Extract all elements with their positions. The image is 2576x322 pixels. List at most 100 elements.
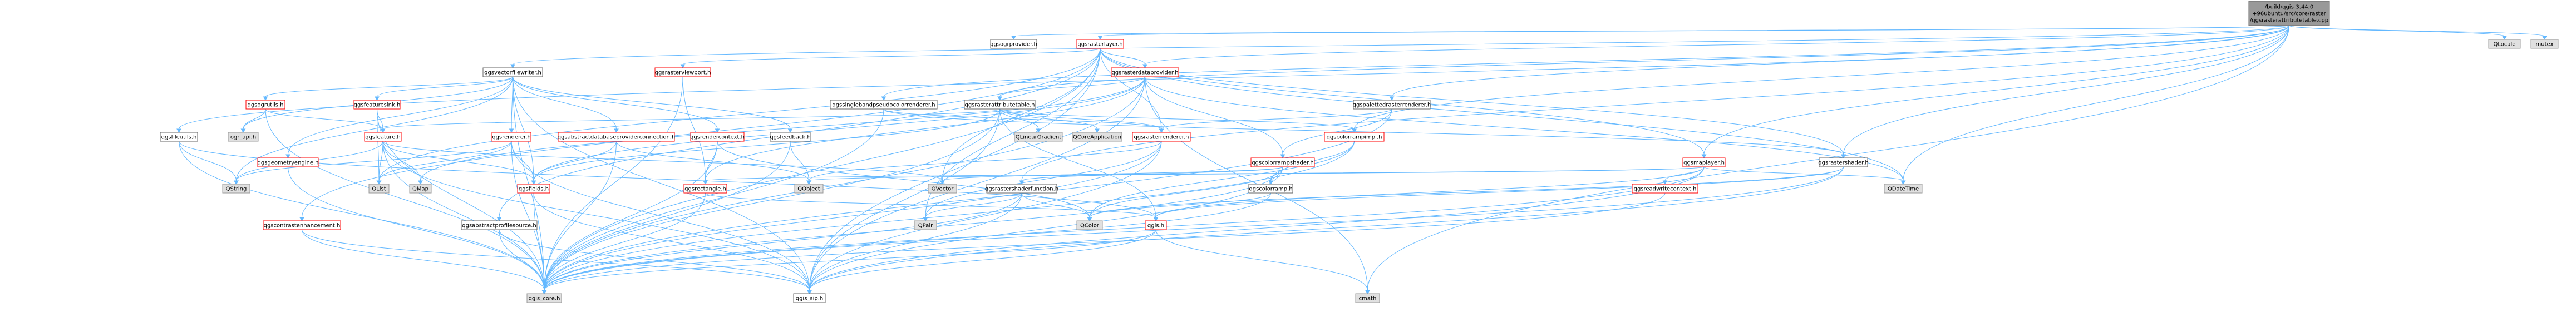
- node-qgscontrastenhancement[interactable]: qgscontrastenhancement.h: [263, 220, 341, 230]
- node-qgsrasterrenderer[interactable]: qgsrasterrenderer.h: [1132, 132, 1191, 142]
- node-qgsfeedback[interactable]: qgsfeedback.h: [770, 132, 811, 142]
- edge-qgsrastershaderfunction-to-qgis_core: [541, 192, 1022, 294]
- node-box: [257, 157, 319, 167]
- node-qgsfileutils[interactable]: qgsfileutils.h: [160, 132, 198, 142]
- edge-line: [1161, 108, 1392, 130]
- edge-line: [499, 229, 545, 291]
- edge-arrowhead: [1097, 36, 1103, 40]
- node-label: qgsfeature.h: [365, 135, 401, 141]
- node-qgsabstractprofilesource[interactable]: qgsabstractprofilesource.h: [461, 220, 538, 230]
- node-label: qgsfileutils.h: [161, 135, 197, 141]
- node-qgsvectorfilewriter[interactable]: qgsvectorfilewriter.h: [482, 67, 543, 77]
- node-qlineargradient: QLinearGradient: [1014, 132, 1063, 142]
- edge-qgssinglebandpseudocolorrenderer-to-qgsrastershader: [883, 108, 1846, 158]
- edge-arrowhead: [807, 290, 812, 294]
- edge-line: [544, 141, 791, 291]
- edge-line: [1100, 48, 1904, 181]
- edge-arrowhead: [787, 128, 793, 133]
- edge-line: [1021, 192, 1090, 218]
- node-qgsfeaturesink[interactable]: qgsfeaturesink.h: [353, 100, 401, 110]
- edge-qgsrasterrenderer-to-QObject: [806, 141, 1162, 185]
- node-root: /build/qgis-3.44.0+96ubuntu/src/core/ras…: [2248, 1, 2330, 26]
- node-qgsrastershaderfunction[interactable]: qgsrastershaderfunction.h: [985, 184, 1058, 194]
- node-qgsrasterdataprovider[interactable]: qgsrasterdataprovider.h: [1111, 67, 1179, 77]
- node-qgsrectangle[interactable]: qgsrectangle.h: [683, 184, 727, 194]
- edge-line: [790, 141, 809, 181]
- node-qgsogrutils[interactable]: qgsogrutils.h: [245, 100, 285, 110]
- edge-arrowhead: [263, 96, 268, 101]
- edge-line: [382, 141, 810, 291]
- edge-line: [999, 25, 2289, 97]
- node-qgsfields[interactable]: qgsfields.h: [517, 184, 550, 194]
- node-qgssinglebandpseudocolorrenderer[interactable]: qgssinglebandpseudocolorrenderer.h: [830, 100, 938, 110]
- edge-line: [265, 108, 545, 291]
- node-qgsogrprovider[interactable]: qgsogrprovider.h: [990, 39, 1037, 49]
- node-qgsgeometryengine[interactable]: qgsgeometryengine.h: [257, 157, 319, 167]
- node-qgsfeature[interactable]: qgsfeature.h: [364, 132, 402, 142]
- node-qgsrasterlayer[interactable]: qgsrasterlayer.h: [1076, 39, 1124, 49]
- node-qgspalettedrasterrenderer[interactable]: qgspalettedrasterrenderer.h: [1353, 100, 1431, 110]
- node-box: [364, 132, 402, 142]
- edge-root-to-qgsrasterdataprovider: [1142, 25, 2289, 68]
- node-qgsmaplayer[interactable]: qgsmaplayer.h: [1682, 157, 1726, 167]
- edge-arrowhead: [375, 96, 380, 101]
- node-box: [1884, 184, 1923, 194]
- edge-line: [377, 76, 513, 97]
- node-label: QPair: [918, 223, 933, 229]
- edge-root-to-qgsvectorfilewriter: [510, 25, 2289, 68]
- node-box: [1632, 184, 1698, 194]
- edge-line: [544, 108, 884, 291]
- edge-line: [883, 108, 1844, 155]
- edge-line: [378, 48, 1101, 181]
- edge-line: [999, 108, 1156, 218]
- edge-line: [925, 141, 1162, 218]
- node-qgsrasterattributetable[interactable]: qgsrasterattributetable.h: [964, 100, 1036, 110]
- edge-line: [533, 192, 810, 291]
- edge-line: [236, 76, 513, 181]
- node-box: [1355, 293, 1380, 303]
- edge-qgsfeature-to-QMap: [382, 141, 423, 185]
- node-box: [228, 132, 259, 142]
- edge-line: [682, 76, 706, 181]
- node-qgscolorrampshader[interactable]: qgscolorrampshader.h: [1250, 157, 1315, 167]
- node-ogr-api: ogr_api.h: [228, 132, 259, 142]
- edge-qgsrasterdataprovider-to-QMap: [418, 76, 1145, 185]
- edge-line: [533, 192, 545, 291]
- edge-arrowhead: [1841, 154, 1846, 158]
- edge-line: [236, 141, 512, 181]
- node-box: [1076, 39, 1124, 49]
- edge-line: [544, 48, 1101, 291]
- edge-line: [1089, 166, 1844, 218]
- edge-arrowhead: [2502, 36, 2507, 40]
- edge-qgsvectorfilewriter-to-qgsrendercontext: [513, 76, 720, 133]
- node-qgsrastershader[interactable]: qgsrastershader.h: [1818, 157, 1869, 167]
- node-qgsrendercontext[interactable]: qgsrendercontext.h: [690, 132, 745, 142]
- node-qgscolorramp[interactable]: qgscolorramp.h: [1248, 184, 1293, 194]
- edge-line: [999, 76, 1145, 97]
- edge-line: [999, 108, 1097, 130]
- edge-arrowhead: [509, 128, 514, 133]
- edge-qgsvectorfilewriter-to-qgsfeaturesink: [375, 76, 513, 101]
- node-qgscolorrampimpl[interactable]: qgscolorrampimpl.h: [1324, 132, 1385, 142]
- node-qgis-sip[interactable]: qgis_sip.h: [793, 293, 826, 303]
- edge-line: [544, 108, 1000, 291]
- edge-arrowhead: [299, 217, 304, 221]
- node-qgsrasterviewport[interactable]: qgsrasterviewport.h: [654, 67, 711, 77]
- edge-line: [809, 229, 1156, 291]
- edge-arrowhead: [285, 154, 290, 158]
- node-label: qgsrastershaderfunction.h: [985, 186, 1058, 192]
- node-box: [794, 184, 824, 194]
- node-qlocale: QLocale: [2488, 39, 2521, 49]
- edge-qgsrasterviewport-to-qgsrectangle: [682, 76, 708, 185]
- edge-root-to-QLocale: [2289, 25, 2507, 40]
- node-qgsabstractdatabaseproviderconnection[interactable]: qgsabstractdatabaseproviderconnection.h: [558, 132, 676, 142]
- node-label: qgsmaplayer.h: [1683, 160, 1725, 166]
- edge-line: [533, 108, 1000, 181]
- edge-qgis-to-cmath: [1155, 229, 1370, 294]
- node-qgsrenderer[interactable]: qgsrenderer.h: [491, 132, 531, 142]
- edge-line: [717, 141, 1090, 218]
- node-qgis[interactable]: qgis.h: [1145, 220, 1167, 230]
- edge-arrowhead: [1036, 128, 1041, 133]
- node-qgsreadwritecontext[interactable]: qgsreadwritecontext.h: [1632, 184, 1698, 194]
